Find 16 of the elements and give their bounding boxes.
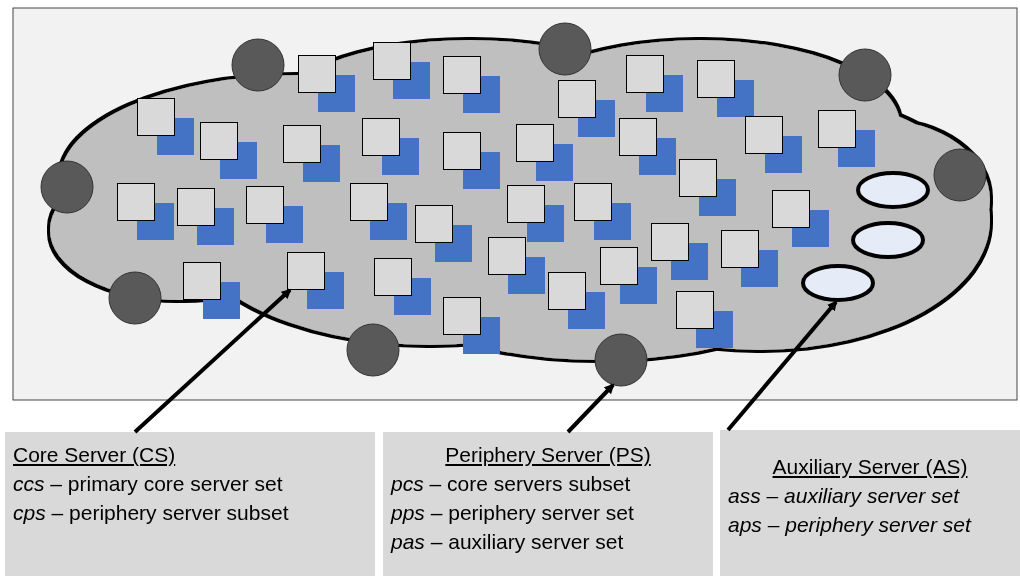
arrow bbox=[566, 383, 615, 434]
description-panel bbox=[720, 430, 1020, 576]
definition-text: pas – auxiliary server set bbox=[391, 529, 625, 555]
arrow bbox=[726, 300, 838, 432]
heading-text: Auxiliary Server (AS) bbox=[771, 454, 969, 480]
definition-text: pps – periphery server set bbox=[391, 500, 635, 526]
definition-text: aps – periphery server set bbox=[728, 512, 973, 538]
heading-text: Core Server (CS) bbox=[13, 442, 177, 468]
description-panel bbox=[5, 432, 375, 576]
definition-text: pcs – core servers subset bbox=[391, 471, 632, 497]
description-panel bbox=[383, 432, 713, 576]
arrow bbox=[133, 288, 292, 434]
heading-text: Periphery Server (PS) bbox=[444, 442, 652, 468]
definition-text: ass – auxiliary server set bbox=[728, 483, 961, 509]
definition-text: cps – periphery server subset bbox=[13, 500, 290, 526]
definition-text: ccs – primary core server set bbox=[13, 471, 284, 497]
